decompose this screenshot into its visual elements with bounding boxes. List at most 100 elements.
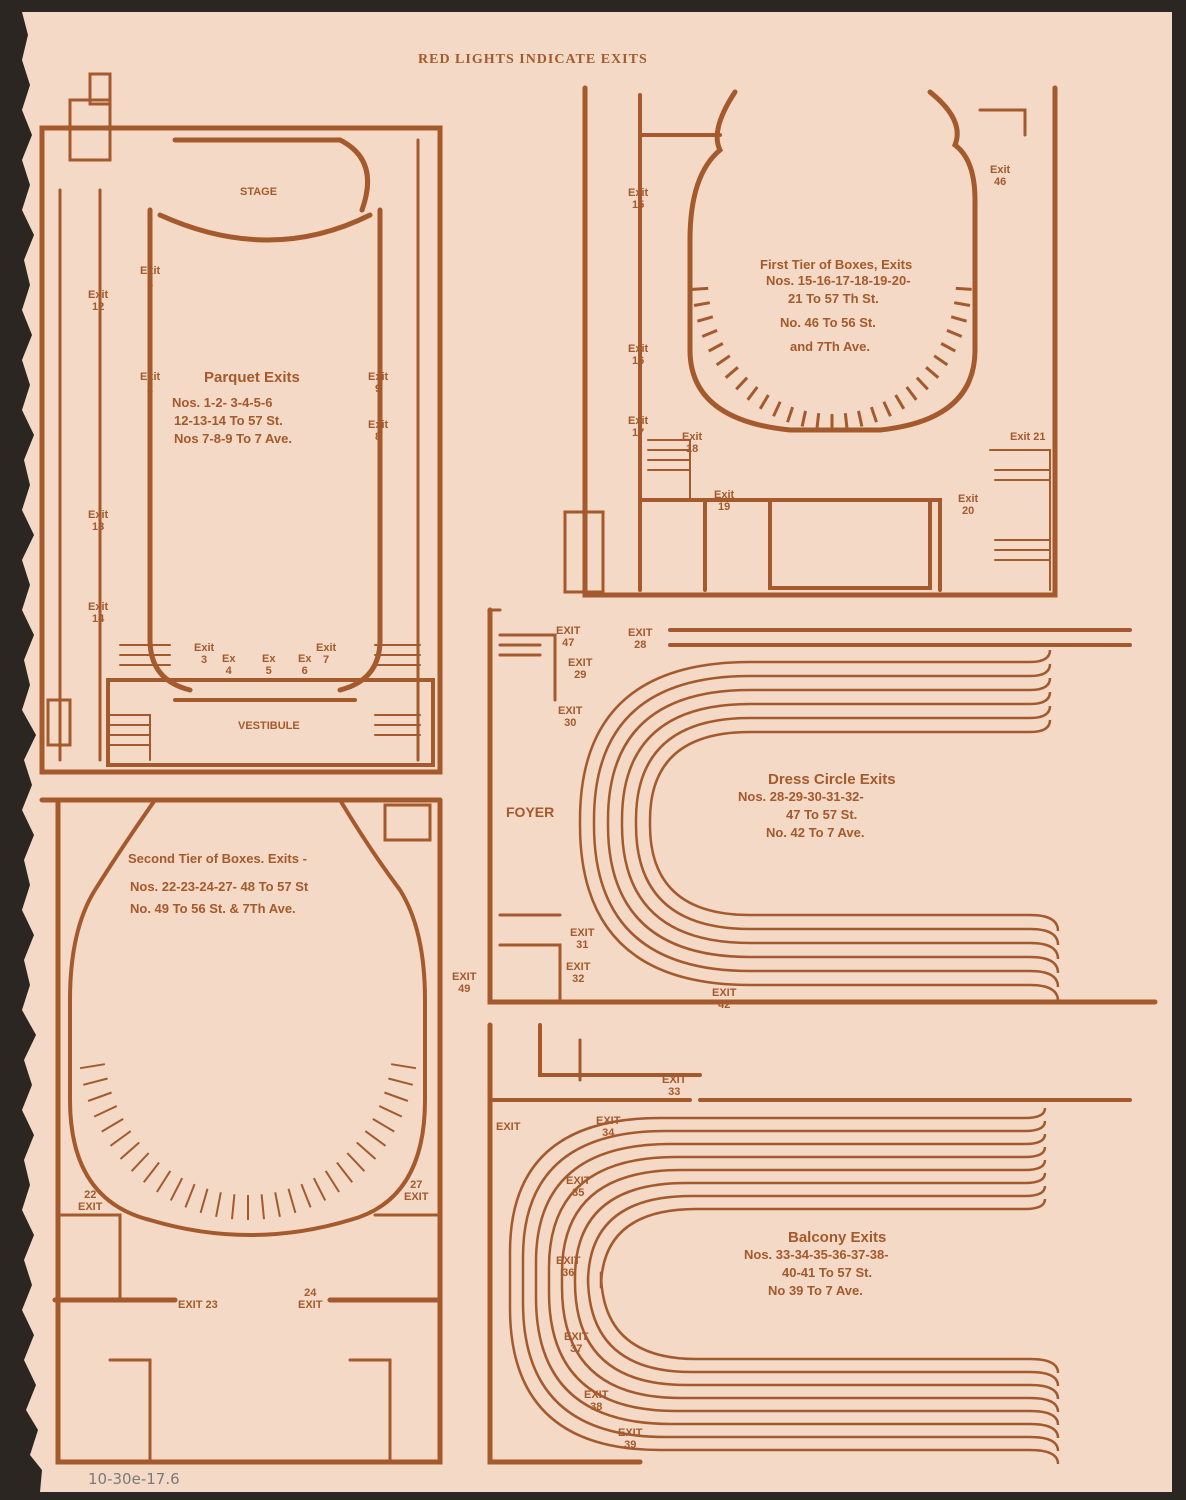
exit-word: Exit — [714, 489, 735, 501]
box-partition — [857, 410, 864, 427]
exit-word: EXIT — [596, 1115, 621, 1127]
box-partition — [260, 1194, 265, 1220]
box-partition — [199, 1188, 209, 1214]
exit-word: EXIT — [568, 657, 593, 669]
box-partition — [701, 329, 718, 338]
box-partition — [746, 386, 759, 401]
exit-word: EXIT — [662, 1074, 687, 1086]
second-tier-line-1: Nos. 22-23-24-27- 48 To 57 St — [130, 879, 309, 894]
exit-number: 29 — [574, 668, 587, 681]
box-partition — [300, 1183, 312, 1208]
dress-circle-row — [606, 677, 1060, 974]
exit-word: EXIT — [178, 1299, 203, 1311]
box-partition — [109, 1130, 132, 1147]
box-partition — [735, 376, 749, 391]
exit-number: 33 — [668, 1085, 681, 1098]
exit-word: EXIT — [558, 705, 583, 717]
foyer-label: FOYER — [506, 804, 555, 820]
parquet-stage-label: STAGE — [240, 186, 278, 198]
exit-number: 19 — [717, 500, 731, 513]
box-partition — [83, 1077, 108, 1086]
box-partition — [336, 1161, 353, 1183]
first-tier-line-4: and 7Th Ave. — [790, 339, 870, 354]
balcony-row — [586, 1185, 1060, 1387]
exit-word: EXIT — [570, 927, 595, 939]
exit-word: Exit — [316, 642, 337, 654]
box-partition — [274, 1192, 281, 1217]
dress-circle-line-3: No. 42 To 7 Ave. — [766, 825, 865, 840]
exit-number: 35 — [572, 1186, 585, 1199]
exit-word: Exit — [140, 265, 161, 277]
box-partition — [215, 1192, 222, 1217]
exit-number: 18 — [685, 442, 699, 455]
exit-word: EXIT — [712, 987, 737, 999]
exit-number: 42 — [718, 998, 731, 1011]
exit-word: Exit — [990, 164, 1011, 176]
exit-number: 5 — [265, 664, 272, 677]
exit-word: Exit — [140, 371, 161, 383]
header-red-lights: RED LIGHTS INDICATE EXITS — [418, 52, 648, 67]
box-partition — [364, 1130, 387, 1147]
exit-number: 7 — [323, 653, 330, 666]
exit-number: 39 — [624, 1438, 637, 1451]
exit-number: 47 — [562, 636, 575, 649]
box-partition — [693, 301, 711, 307]
box-partition — [953, 301, 971, 307]
box-partition — [758, 394, 770, 410]
exit-word: Ex — [222, 653, 236, 665]
first-tier-line-1: Nos. 15-16-17-18-19-20- — [766, 273, 911, 288]
dress-circle-row — [620, 691, 1060, 960]
box-partition — [772, 401, 782, 417]
box-partition — [696, 315, 714, 323]
balcony-row — [573, 1172, 1060, 1400]
box-partition — [843, 413, 849, 430]
exit-number: 1 — [147, 276, 154, 289]
box-partition — [869, 406, 878, 423]
box-partition — [950, 315, 968, 323]
exit-word: Exit — [1010, 431, 1031, 443]
exit-word: EXIT — [452, 971, 477, 983]
box-partition — [156, 1170, 172, 1193]
box-partition — [388, 1077, 413, 1086]
box-partition — [692, 286, 709, 291]
exit-number: 8 — [375, 430, 382, 443]
exit-number: 2 — [147, 382, 154, 395]
exit-number: 36 — [562, 1266, 575, 1279]
exit-number: 9 — [375, 382, 382, 395]
balcony-row — [547, 1146, 1060, 1426]
parquet-line-3: Nos 7-8-9 To 7 Ave. — [174, 431, 292, 446]
exit-word: Exit — [88, 601, 109, 613]
exit-word: Exit — [88, 289, 109, 301]
exit-word: Exit — [194, 642, 215, 654]
exit-word: Exit — [628, 415, 649, 427]
box-partition — [378, 1105, 403, 1118]
box-partition — [324, 1170, 340, 1193]
balcony-row — [599, 1198, 1060, 1374]
balcony-line-3: No 39 To 7 Ave. — [768, 1283, 863, 1298]
balcony-row — [521, 1120, 1060, 1452]
box-partition — [169, 1177, 184, 1201]
dress-circle-line-1: Nos. 28-29-30-31-32- — [738, 789, 864, 804]
box-partition — [119, 1141, 140, 1160]
balcony-line-1: Nos. 33-34-35-36-37-38- — [744, 1247, 889, 1262]
exit-number: 24 — [304, 1287, 317, 1299]
exit-number: 49 — [458, 982, 471, 995]
exit-number: 12 — [91, 300, 105, 313]
